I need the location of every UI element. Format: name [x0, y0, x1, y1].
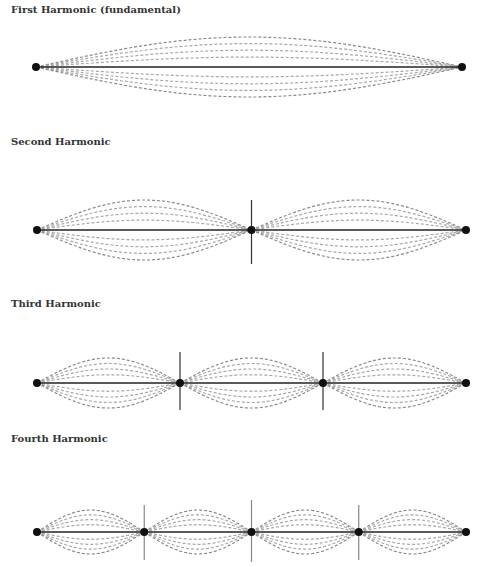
wave-envelope	[36, 44, 462, 67]
wave-envelope	[180, 364, 323, 384]
wave-envelope	[252, 515, 359, 532]
wave-envelope	[252, 200, 467, 230]
wave-envelope	[180, 369, 323, 383]
wave-envelope	[323, 383, 466, 391]
wave-envelope	[37, 532, 144, 549]
wave-envelope	[359, 520, 466, 532]
wave-envelope	[37, 220, 252, 230]
wave-envelope	[252, 532, 359, 544]
wave-envelope	[180, 383, 323, 408]
wave-envelope	[359, 510, 466, 532]
wave-envelope	[37, 230, 252, 253]
wave-envelope	[180, 375, 323, 383]
node-dot	[462, 379, 470, 387]
wave-envelope	[37, 213, 252, 230]
wave-envelope	[37, 520, 144, 532]
wave-envelope	[37, 525, 144, 532]
wave-envelope	[323, 369, 466, 383]
wave-envelope	[323, 375, 466, 383]
wave-envelope	[180, 383, 323, 397]
wave-envelope	[359, 525, 466, 532]
node-dot	[319, 379, 327, 387]
wave-envelope	[323, 383, 466, 408]
wave-envelope	[144, 525, 251, 532]
wave-envelope	[180, 358, 323, 383]
wave-envelope	[252, 532, 359, 554]
node-dot	[33, 379, 41, 387]
wave-envelope	[252, 525, 359, 532]
wave-envelope	[323, 383, 466, 397]
wave-envelope	[252, 230, 467, 253]
node-dot	[458, 63, 466, 71]
wave-envelope	[36, 67, 462, 90]
node-dot	[32, 63, 40, 71]
wave-envelope	[37, 515, 144, 532]
wave-envelope	[37, 207, 252, 230]
wave-envelope	[37, 230, 252, 260]
wave-envelope	[37, 510, 144, 532]
wave-envelope	[144, 532, 251, 554]
harmonic-title: Fourth Harmonic	[10, 433, 109, 444]
node-dot	[462, 226, 470, 234]
wave-envelope	[252, 207, 467, 230]
string-line	[37, 382, 466, 384]
wave-envelope	[180, 383, 323, 391]
wave-envelope	[37, 383, 180, 391]
wave-envelope	[323, 358, 466, 383]
node-dot	[248, 226, 256, 234]
wave-envelope	[359, 532, 466, 544]
node-dot	[462, 528, 470, 536]
wave-envelope	[36, 67, 462, 97]
harmonic-title: First Harmonic (fundamental)	[10, 4, 182, 15]
harmonic-title: Second Harmonic	[10, 136, 112, 147]
wave-envelope	[37, 358, 180, 383]
node-dot	[140, 528, 148, 536]
wave-envelope	[37, 532, 144, 544]
wave-envelope	[37, 383, 180, 408]
wave-envelope	[252, 520, 359, 532]
node-dot	[33, 528, 41, 536]
wave-envelope	[36, 57, 462, 67]
wave-envelope	[36, 50, 462, 67]
wave-envelope	[252, 230, 467, 240]
node-dot	[33, 226, 41, 234]
string-line	[36, 66, 462, 68]
node-dot	[248, 528, 256, 536]
wave-envelope	[37, 383, 180, 397]
wave-envelope	[36, 67, 462, 84]
wave-envelope	[323, 364, 466, 384]
wave-envelope	[252, 230, 467, 260]
wave-envelope	[323, 383, 466, 403]
wave-envelope	[36, 37, 462, 67]
wave-envelope	[37, 230, 252, 247]
wave-envelope	[37, 383, 180, 403]
wave-envelope	[37, 532, 144, 554]
wave-envelope	[252, 230, 467, 247]
harmonic-title: Third Harmonic	[10, 298, 102, 309]
wave-envelope	[144, 532, 251, 549]
wave-envelope	[144, 532, 251, 544]
wave-envelope	[359, 515, 466, 532]
wave-envelope	[37, 375, 180, 383]
wave-envelope	[252, 532, 359, 549]
wave-envelope	[144, 510, 251, 532]
wave-envelope	[252, 213, 467, 230]
wave-envelope	[359, 532, 466, 549]
wave-envelope	[144, 520, 251, 532]
wave-envelope	[252, 220, 467, 230]
wave-envelope	[37, 230, 252, 240]
wave-envelope	[37, 369, 180, 383]
wave-envelope	[252, 510, 359, 532]
wave-envelope	[359, 532, 466, 554]
node-dot	[176, 379, 184, 387]
wave-envelope	[36, 67, 462, 77]
wave-envelope	[180, 383, 323, 403]
wave-envelope	[144, 515, 251, 532]
wave-envelope	[37, 200, 252, 230]
wave-envelope	[37, 364, 180, 384]
node-dot	[355, 528, 363, 536]
